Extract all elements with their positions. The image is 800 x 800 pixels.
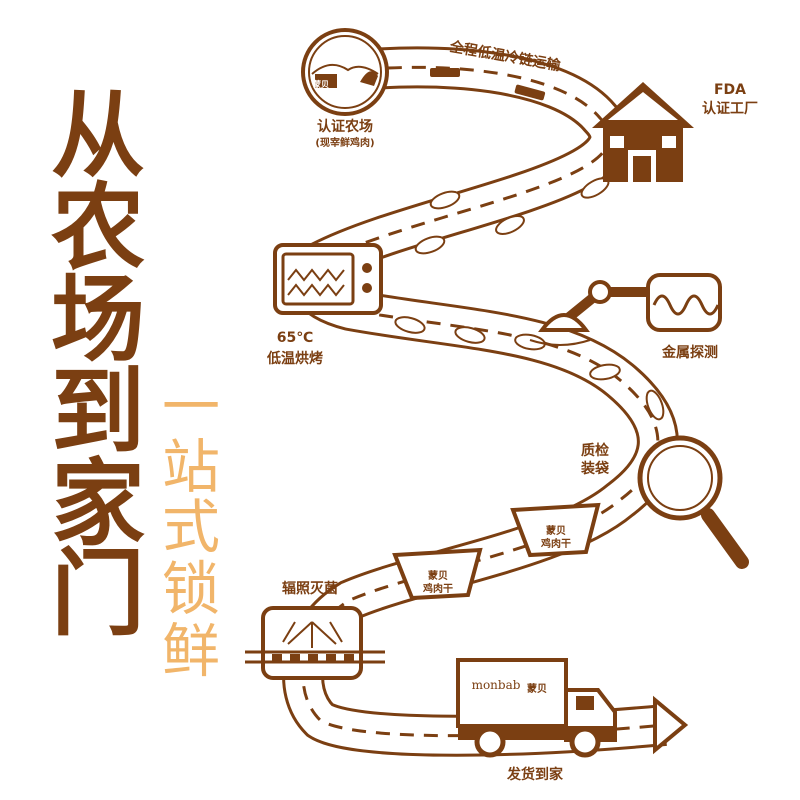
bag1-line2: 鸡肉干 (423, 584, 453, 595)
subheadline-char: 式 (161, 493, 220, 561)
oven-icon (273, 243, 383, 315)
bag1-line1: 蒙贝 (428, 571, 448, 582)
sterilizer-icon (245, 606, 385, 680)
bag2-line1: 蒙贝 (546, 526, 566, 537)
subheadline-char: 锁 (161, 555, 220, 623)
oven-label-line1: 65℃ (276, 330, 314, 346)
product-bag-icon (392, 502, 601, 601)
headline-char: 门 (50, 540, 145, 649)
headline-char: 场 (50, 266, 145, 375)
arrow-head-icon (653, 695, 689, 755)
inspect-label-line1: 质检 (581, 443, 609, 459)
factory-label-line2: 认证工厂 (702, 101, 758, 117)
farm-note: (现宰鲜鸡肉) (315, 138, 375, 149)
cold-chain-blocks (430, 68, 546, 101)
inspect-label-line2: 装袋 (581, 461, 609, 477)
road-dashes (301, 65, 666, 738)
headline-char: 农 (50, 174, 145, 283)
headline-char: 家 (50, 450, 145, 559)
subheadline-char: 鲜 (161, 617, 220, 685)
farm-label: 认证农场 (317, 119, 373, 135)
factory-label-line1: FDA (713, 82, 747, 98)
metal-detector-icon (529, 273, 722, 346)
truck-brand: monbab (471, 678, 521, 692)
headline-char: 到 (50, 358, 145, 467)
magnifier-icon (637, 435, 749, 569)
delivery-truck-icon (456, 658, 617, 758)
farm-badge-icon (301, 28, 389, 116)
sterilize-label: 辐照灭菌 (282, 581, 338, 597)
farm-sign: 蒙贝 (313, 80, 329, 89)
subheadline-char: 站 (161, 433, 220, 501)
oven-label-line2: 低温烘烤 (267, 351, 323, 367)
road-leaves (394, 177, 665, 421)
metal-detect-label: 金属探测 (662, 345, 718, 361)
delivery-label: 发货到家 (507, 767, 563, 783)
headline-char: 从 (50, 82, 145, 191)
truck-brand-cn: 蒙贝 (527, 684, 547, 695)
factory-icon (592, 82, 694, 182)
subheadline-char: 一 (161, 373, 220, 441)
bag2-line2: 鸡肉干 (541, 539, 571, 550)
